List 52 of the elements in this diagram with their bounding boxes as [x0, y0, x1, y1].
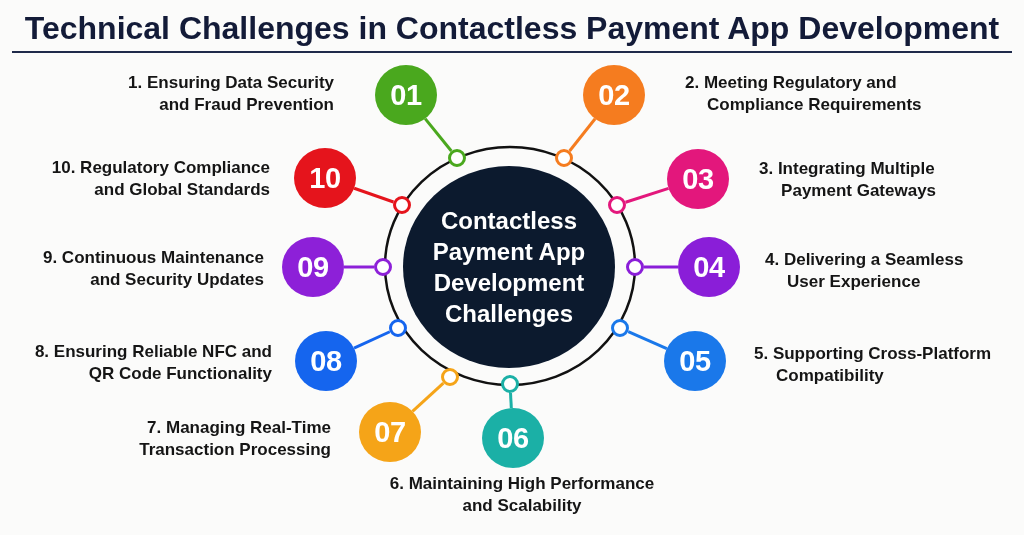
challenge-description: 3. Integrating Multiple Payment Gateways	[759, 158, 937, 202]
ring-dot	[555, 149, 573, 167]
connector-line	[344, 265, 374, 269]
challenge-description: 1. Ensuring Data Security and Fraud Prevention	[128, 72, 334, 116]
step-number: 05	[679, 346, 711, 376]
step-number: 06	[497, 423, 529, 453]
hub-title: Contactless Payment App Development Challenges	[431, 206, 587, 329]
number-circle	[583, 65, 645, 125]
step-number: 10	[309, 163, 341, 193]
challenge-description: 6. Maintaining High Performance and Scalability	[389, 473, 655, 517]
step-number: 07	[374, 417, 406, 447]
connector-line	[411, 381, 445, 413]
ring-dot	[611, 319, 629, 337]
connector-line	[644, 265, 678, 269]
connector-line	[509, 392, 513, 409]
connector-line	[568, 117, 597, 152]
step-number: 02	[598, 80, 630, 110]
challenge-description: 2. Meeting Regulatory and Compliance Requirements	[685, 72, 922, 116]
connector-line	[625, 187, 670, 204]
step-number: 09	[297, 252, 329, 282]
challenge-description: 7. Managing Real-Time Transaction Processing	[139, 417, 331, 461]
step-number: 08	[310, 346, 342, 376]
ring-dot	[389, 319, 407, 337]
ring-dot	[501, 375, 519, 393]
step-number: 04	[693, 252, 725, 282]
connector-line	[423, 117, 453, 152]
number-circle	[678, 237, 740, 297]
challenge-description: 4. Delivering a Seamless User Experience	[765, 249, 964, 293]
number-circle	[294, 148, 356, 208]
ring-dot	[626, 258, 644, 276]
number-circle	[282, 237, 344, 297]
connector-line	[627, 330, 668, 350]
number-circle	[295, 331, 357, 391]
ring-dot	[448, 149, 466, 167]
ring-dot	[393, 196, 411, 214]
ring-dot	[608, 196, 626, 214]
challenge-description: 9. Continuous Maintenance and Security Updates	[42, 247, 264, 291]
number-circle	[359, 402, 421, 462]
connector-line	[353, 330, 391, 350]
ring-dot	[441, 368, 459, 386]
challenge-description: 5. Supporting Cross-Platform Compatibility	[754, 343, 992, 387]
number-circle	[375, 65, 437, 125]
connector-line	[353, 186, 394, 204]
challenge-description: 10. Regulatory Compliance and Global Standards	[51, 157, 270, 201]
title: Technical Challenges in Contactless Payment App Development	[24, 10, 1000, 46]
step-number: 03	[682, 164, 714, 194]
challenge-description: 8. Ensuring Reliable NFC and QR Code Functionality	[34, 341, 272, 385]
step-number: 01	[390, 80, 422, 110]
number-circle	[664, 331, 726, 391]
number-circle	[667, 149, 729, 209]
ring-dot	[374, 258, 392, 276]
number-circle	[482, 408, 544, 468]
